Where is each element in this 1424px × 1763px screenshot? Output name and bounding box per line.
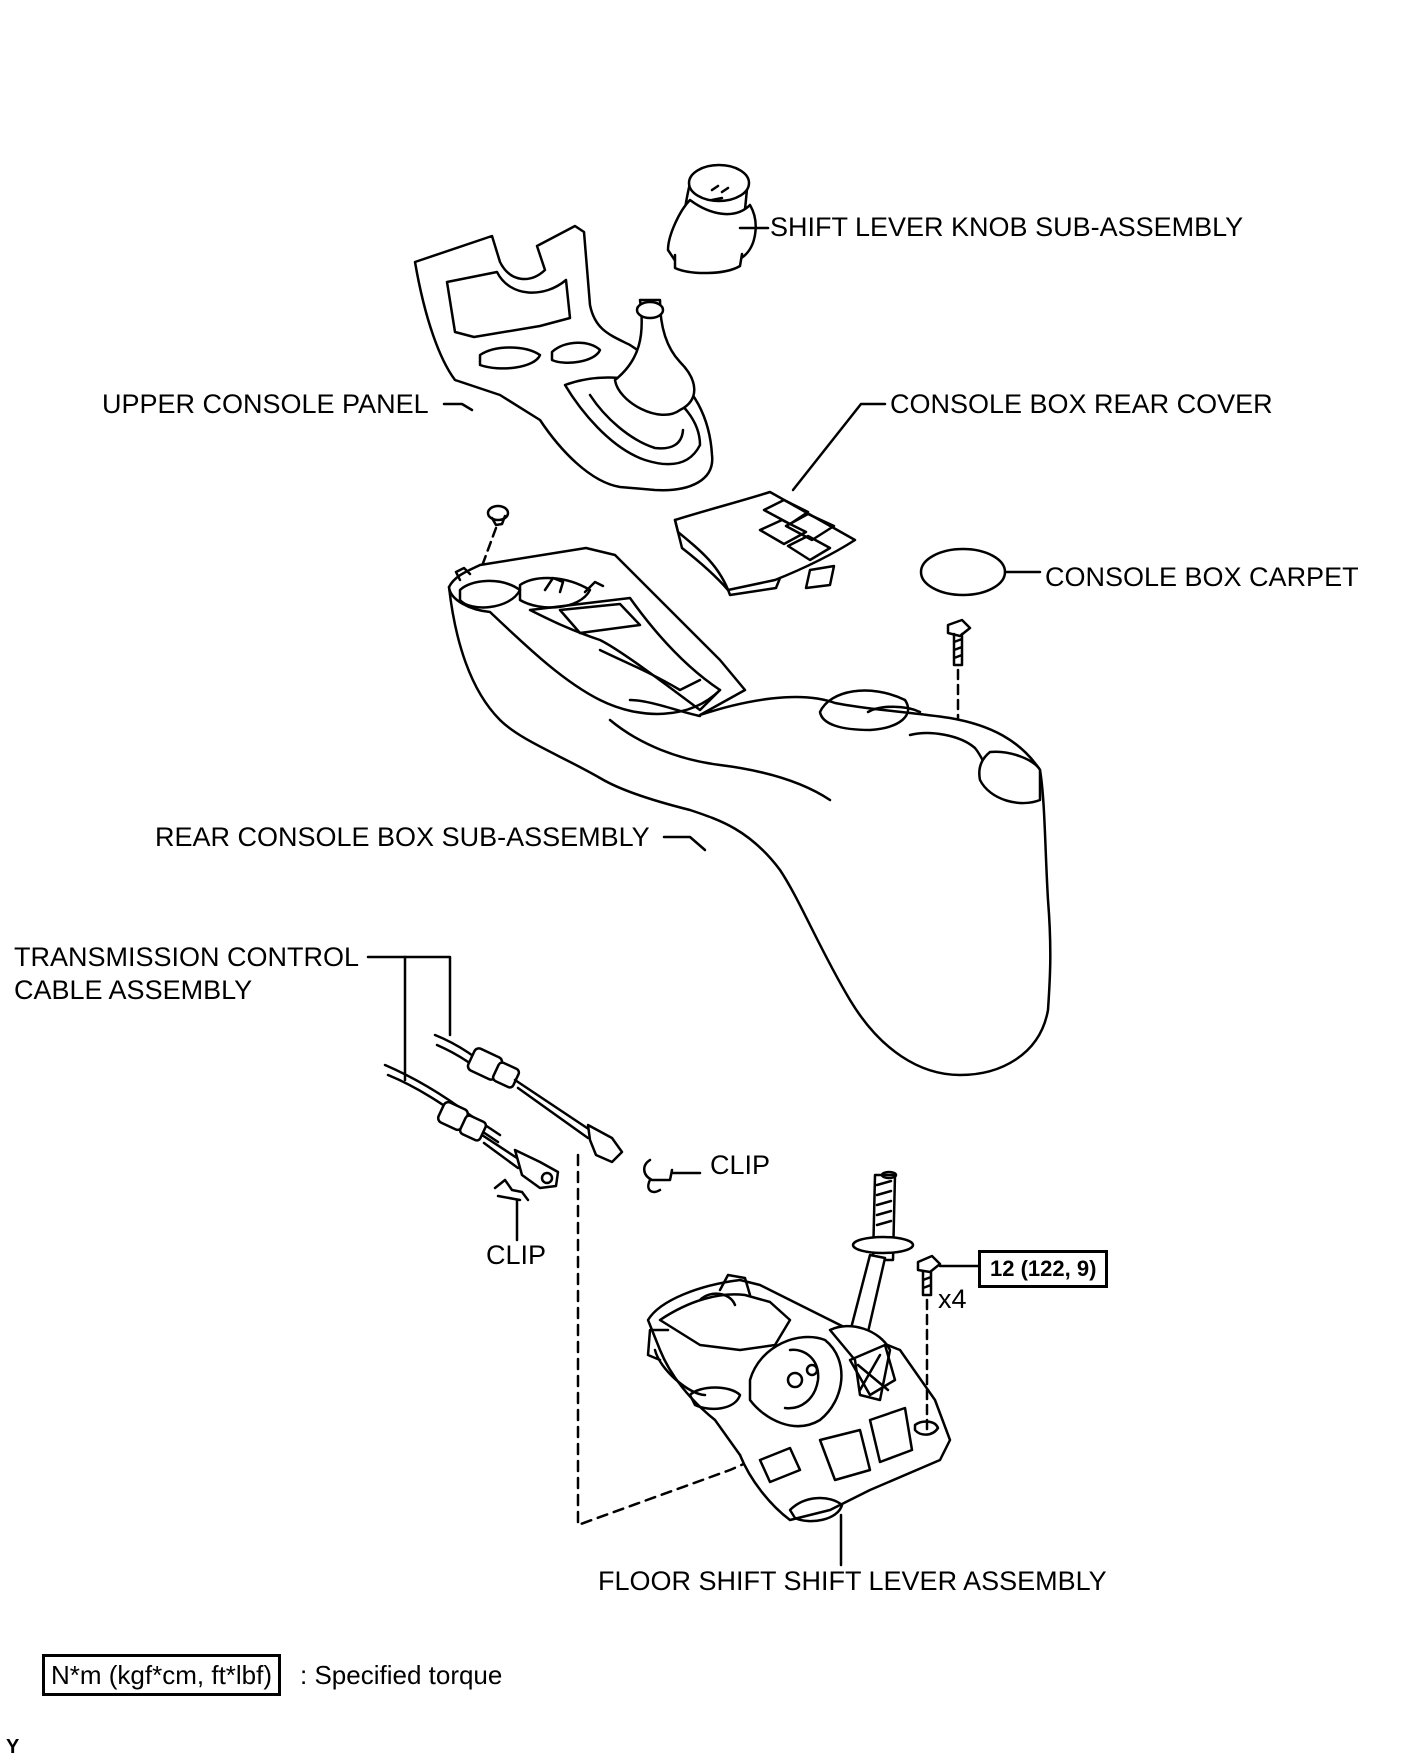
torque-spec-box: 12 (122, 9) <box>978 1250 1109 1288</box>
label-console-box-carpet: CONSOLE BOX CARPET <box>1045 562 1359 592</box>
transmission-control-cable-drawing <box>383 1033 624 1190</box>
console-box-rear-cover-drawing <box>673 490 857 597</box>
shift-lever-knob-drawing <box>666 163 757 275</box>
rear-console-box-leader <box>662 835 707 852</box>
rear-console-bolt-right <box>946 618 972 667</box>
rear-console-screw-left <box>486 504 510 527</box>
upper-console-panel-leader <box>442 402 474 412</box>
torque-quantity: x4 <box>938 1284 967 1314</box>
label-floor-shift-lever: FLOOR SHIFT SHIFT LEVER ASSEMBLY <box>598 1566 1107 1596</box>
label-rear-console-box: REAR CONSOLE BOX SUB-ASSEMBLY <box>155 822 650 852</box>
clip-lower-drawing <box>493 1178 530 1202</box>
legend-description: : Specified torque <box>300 1660 503 1690</box>
floor-shift-lever-drawing <box>646 1170 952 1523</box>
console-box-carpet-drawing <box>919 547 1007 597</box>
cable-to-lever-guide <box>576 1153 782 1527</box>
corner-code: Y <box>6 1736 20 1758</box>
upper-console-panel-drawing <box>413 224 714 492</box>
torque-bolt-drawing <box>916 1254 942 1297</box>
clip-right-drawing <box>643 1158 674 1194</box>
rear-console-box-drawing <box>447 546 1052 1077</box>
label-console-box-rear-cover: CONSOLE BOX REAR COVER <box>890 389 1273 419</box>
label-transmission-cable-line2: CABLE ASSEMBLY <box>14 975 253 1005</box>
label-clip-lower: CLIP <box>486 1240 547 1270</box>
label-shift-lever-knob: SHIFT LEVER KNOB SUB-ASSEMBLY <box>770 212 1244 242</box>
label-upper-console-panel: UPPER CONSOLE PANEL <box>102 389 429 419</box>
console-box-rear-cover-leader <box>791 402 887 492</box>
legend-unit-box: N*m (kgf*cm, ft*lbf) <box>42 1654 282 1696</box>
cable-leader-right <box>403 955 452 1037</box>
label-transmission-cable-line1: TRANSMISSION CONTROL <box>14 942 360 972</box>
label-clip-right: CLIP <box>710 1150 771 1180</box>
